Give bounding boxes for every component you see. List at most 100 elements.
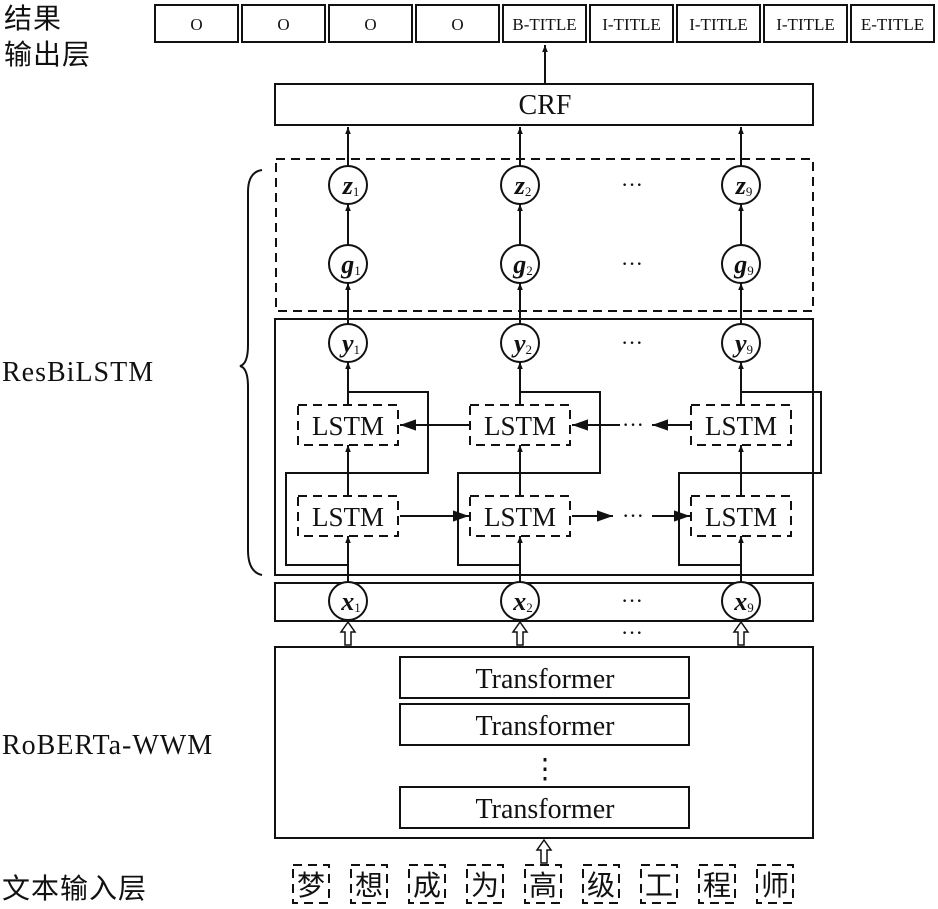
output-tag-box-2 xyxy=(241,4,326,43)
crf-label: CRF xyxy=(519,90,572,121)
output-tag-3: O xyxy=(364,15,376,34)
output-tag-6: I-TITLE xyxy=(602,15,661,34)
output-tag-8: I-TITLE xyxy=(776,15,835,34)
lstm-top-1-box xyxy=(297,404,399,446)
ellipsis-input-arrows: ··· xyxy=(621,620,643,645)
residual-path-2 xyxy=(457,391,601,566)
z-node-1-label: z1 xyxy=(342,171,360,200)
lstm-bottom-1-box xyxy=(297,495,399,537)
g-node-1-label: g1 xyxy=(340,250,361,279)
g-node-2-circle xyxy=(500,244,540,284)
input-character-row: 梦想成为高级工程师 xyxy=(292,864,794,904)
input-char-box-7 xyxy=(640,864,678,904)
roberta-to-x1-hollow-arrow xyxy=(339,620,357,646)
y-node-3-circle xyxy=(721,323,761,363)
input-char-5: 高 xyxy=(529,870,557,902)
y-node-2-circle xyxy=(500,323,540,363)
input-to-roberta-hollow-arrow xyxy=(535,838,553,864)
lstm-bottom-2-label: LSTM xyxy=(484,502,556,532)
g-node-3-label: g9 xyxy=(733,250,754,279)
transformer-label-1: Transformer xyxy=(476,664,616,695)
output-layer-label-line2: 输出层 xyxy=(4,39,91,71)
resbilstm-label: ResBiLSTM xyxy=(2,357,154,388)
lstm-top-3-box xyxy=(690,404,792,446)
lstm-top-1-label: LSTM xyxy=(312,411,384,441)
x-node-3-circle xyxy=(721,581,761,621)
input-char-7: 工 xyxy=(645,871,673,902)
input-char-box-9 xyxy=(756,864,794,904)
lstm-bottom-2-box xyxy=(469,495,571,537)
input-char-4: 为 xyxy=(471,870,499,902)
lstm-top-2-box xyxy=(469,404,571,446)
z-node-2-label: z2 xyxy=(514,171,532,200)
connections xyxy=(285,127,822,864)
input-char-box-5 xyxy=(524,864,562,904)
transformer-label-2: Transformer xyxy=(476,711,616,742)
input-char-box-8 xyxy=(698,864,736,904)
y-node-1-label: y1 xyxy=(339,329,360,358)
g-node-2-label: g2 xyxy=(512,250,533,279)
input-char-2: 想 xyxy=(355,870,383,902)
ellipsis-y: ··· xyxy=(621,330,643,355)
ellipsis-g: ··· xyxy=(621,251,643,276)
y-node-2-label: y2 xyxy=(511,329,532,358)
output-layer-label-line1: 结果 xyxy=(4,3,62,35)
resbilstm-box xyxy=(274,318,814,576)
transformer-label-3: Transformer xyxy=(476,794,616,825)
lstm-bottom-3-label: LSTM xyxy=(705,502,777,532)
ellipsis-x: ··· xyxy=(621,588,643,613)
ellipsis-lstm-top: ··· xyxy=(622,412,644,437)
input-char-box-4 xyxy=(466,864,504,904)
transformer-vertical-ellipsis: ⋮ xyxy=(531,754,559,785)
output-tag-box-8 xyxy=(763,4,848,43)
z-node-2-circle xyxy=(500,165,540,205)
transformer-box-3 xyxy=(399,786,690,829)
input-char-9: 师 xyxy=(761,870,789,902)
lstm-bottom-1-label: LSTM xyxy=(312,502,384,532)
output-tag-box-5 xyxy=(502,4,587,43)
input-char-box-1 xyxy=(292,864,330,904)
output-tag-1: O xyxy=(190,15,202,34)
residual-path-3 xyxy=(678,391,822,566)
input-char-3: 成 xyxy=(413,870,441,902)
input-char-box-6 xyxy=(582,864,620,904)
roberta-wwm-label: RoBERTa-WWM xyxy=(2,730,213,761)
resbilstm-brace xyxy=(239,169,263,576)
g-node-1-circle xyxy=(328,244,368,284)
x-node-1-circle xyxy=(328,581,368,621)
x-node-1-label: x1 xyxy=(340,587,361,616)
transformer-box-2 xyxy=(399,703,690,746)
output-tag-7: I-TITLE xyxy=(689,15,748,34)
y-node-3-label: y9 xyxy=(732,329,753,358)
nodes: ······z1g1y1LSTMLSTMx1z2g2y2LSTMLSTMx2z9… xyxy=(297,165,792,621)
lstm-top-3-label: LSTM xyxy=(705,411,777,441)
z-node-3-circle xyxy=(721,165,761,205)
ellipsis-lstm-bottom: ··· xyxy=(622,503,644,528)
lstm-top-2-label: LSTM xyxy=(484,411,556,441)
ellipsis-z: ··· xyxy=(621,172,643,197)
transformer-box-1 xyxy=(399,656,690,699)
output-tag-9: E-TITLE xyxy=(861,15,924,34)
roberta-to-x3-hollow-arrow xyxy=(732,620,750,646)
output-tag-box-1 xyxy=(154,4,239,43)
g-node-3-circle xyxy=(721,244,761,284)
crf-box xyxy=(274,83,814,126)
z-node-1-circle xyxy=(328,165,368,205)
input-char-6: 级 xyxy=(587,870,615,902)
input-char-box-2 xyxy=(350,864,388,904)
residual-path-1 xyxy=(285,391,429,566)
text-input-layer-label: 文本输入层 xyxy=(2,873,147,905)
roberta-to-x2-hollow-arrow xyxy=(511,620,529,646)
input-char-box-3 xyxy=(408,864,446,904)
input-char-8: 程 xyxy=(703,871,731,902)
x-node-2-circle xyxy=(500,581,540,621)
output-tag-box-6 xyxy=(589,4,674,43)
output-tag-box-7 xyxy=(676,4,761,43)
y-node-1-circle xyxy=(328,323,368,363)
output-tag-4: O xyxy=(451,15,463,34)
x-node-3-label: x9 xyxy=(733,587,754,616)
output-tag-box-3 xyxy=(328,4,413,43)
output-tag-box-4 xyxy=(415,4,500,43)
